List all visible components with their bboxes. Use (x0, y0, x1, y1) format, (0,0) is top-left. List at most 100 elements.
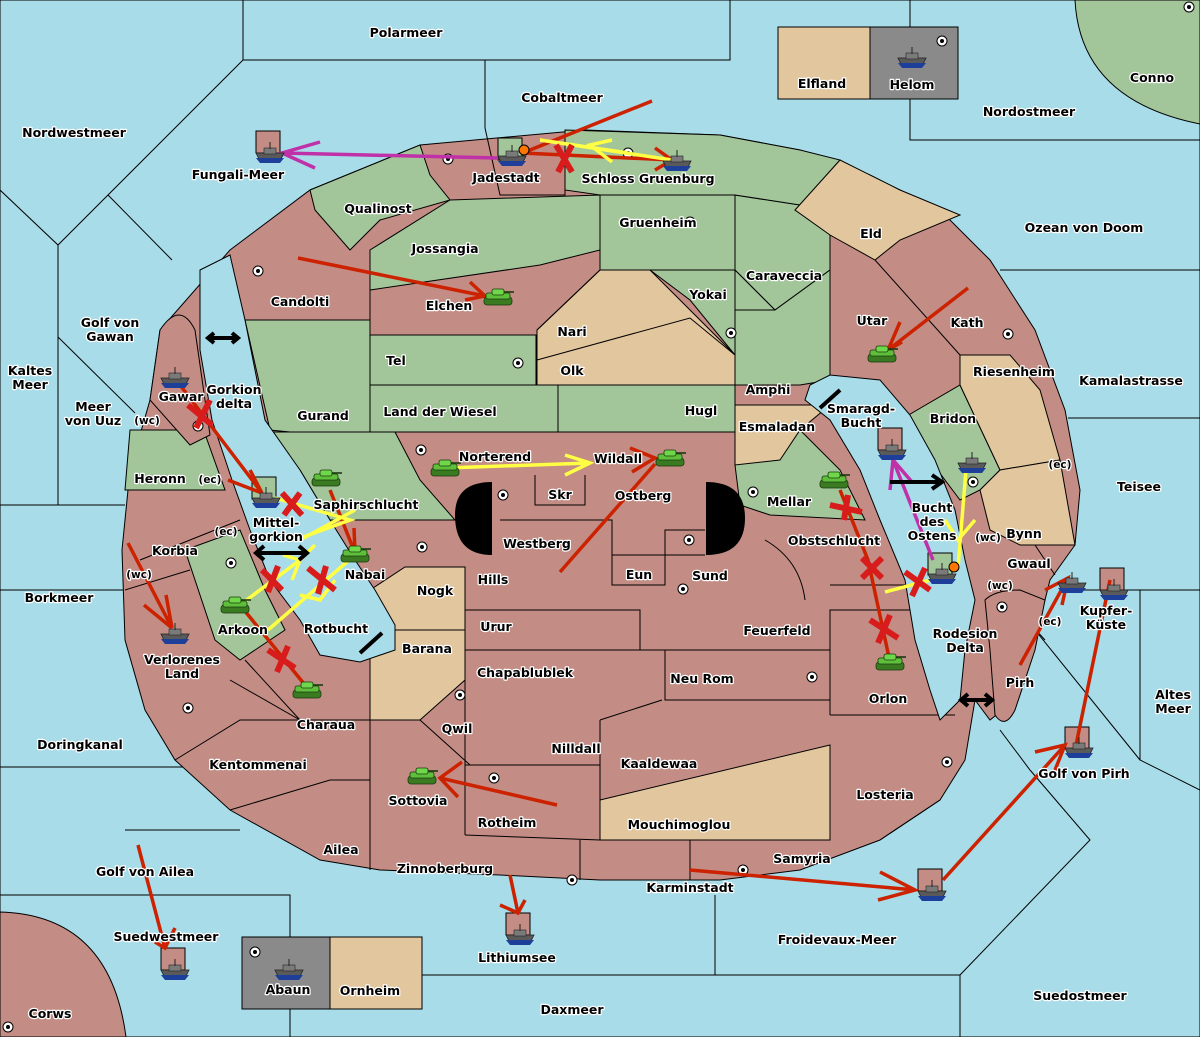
label-chapablublek: Chapablublek (477, 665, 574, 680)
label-kaltes-meer-1: Kaltes (8, 363, 52, 378)
label-charaua: Charaua (297, 717, 355, 732)
label-qwil: Qwil (442, 721, 473, 736)
territory-gruenheim[interactable] (599, 194, 736, 271)
label-feuerfeld: Feuerfeld (743, 623, 810, 638)
territory-corws[interactable] (0, 911, 127, 1037)
cut-mark-icon (186, 398, 214, 430)
label-gurand: Gurand (297, 408, 349, 423)
order-move-arrow (941, 742, 1068, 882)
label-rodesion-delta-1: Rodesion (933, 626, 998, 641)
label-neu-rom: Neu Rom (670, 671, 733, 686)
explosion-icon (948, 561, 960, 573)
label-mouchimoglou: Mouchimoglou (628, 817, 731, 832)
supply-center-icon (725, 327, 737, 339)
label-losteria: Losteria (856, 787, 913, 802)
impassable-east (706, 482, 745, 555)
label-cobaltmeer: Cobaltmeer (521, 90, 603, 105)
supply-center-icon (747, 486, 759, 498)
border-north (245, 127, 1005, 465)
label-amphi: Amphi (746, 382, 791, 397)
territory-conno[interactable] (1074, 0, 1200, 125)
adjacency-arrow (252, 544, 311, 562)
supply-center-icon (1183, 1, 1195, 13)
sea-border-east (1000, 269, 1200, 791)
order-move-arrow (178, 383, 264, 495)
label-eld: Eld (860, 226, 882, 241)
label-nabai: Nabai (345, 567, 386, 582)
coast-tag-ec: (ec) (1039, 616, 1062, 628)
adjacency-arrow (818, 388, 842, 410)
label-nordwestmeer: Nordwestmeer (22, 125, 127, 140)
supply-center-icon (683, 534, 695, 546)
label-kamalastrasse: Kamalastrasse (1079, 373, 1183, 388)
label-bridon: Bridon (930, 411, 976, 426)
label-kaaldewaa: Kaaldewaa (621, 756, 698, 771)
label-riesenheim: Riesenheim (973, 364, 1055, 379)
order-support-arrow (943, 469, 977, 569)
label-helom: Helom (890, 77, 935, 92)
label-utar: Utar (857, 313, 889, 328)
label-jossangia: Jossangia (410, 241, 478, 256)
supply-center-icon (967, 476, 979, 488)
label-mittel-gorkion-2: gorkion (249, 529, 303, 544)
label-corws: Corws (29, 1006, 72, 1021)
label-yokai: Yokai (688, 287, 727, 302)
territory-qualinost[interactable] (309, 144, 451, 251)
supply-center-icon (182, 702, 194, 714)
label-bynn: Bynn (1006, 526, 1041, 541)
label-bucht-des-ostens-2: des (920, 514, 945, 529)
coast-tag-wc: (wc) (987, 580, 1013, 592)
label-caraveccia: Caraveccia (746, 268, 822, 283)
label-smaragd-bucht-2: Bucht (841, 415, 882, 430)
label-meer-von-uuz-2: von Uuz (65, 413, 121, 428)
explosion-icon (518, 144, 530, 156)
label-nogk: Nogk (417, 583, 454, 598)
label-korbia: Korbia (152, 543, 198, 558)
label-nordostmeer: Nordostmeer (983, 104, 1076, 119)
label-gorkion-delta-1: Gorkion (206, 382, 261, 397)
territory-elfland[interactable] (777, 26, 871, 100)
territory-bynn[interactable] (979, 459, 1076, 546)
sea-border-polarmeer (242, 0, 731, 61)
sea-border-southeast (959, 619, 1141, 1037)
territory-ornheim[interactable] (329, 936, 423, 1010)
label-barana: Barana (402, 641, 452, 656)
label-hills: Hills (478, 572, 509, 587)
order-move-arrow (238, 603, 307, 687)
cut-mark-icon (859, 555, 885, 581)
territory-eld[interactable] (794, 159, 962, 261)
label-kentommenai: Kentommenai (209, 757, 307, 772)
territory-pirh[interactable] (984, 589, 1046, 722)
label-arkoon: Arkoon (218, 622, 268, 637)
label-westberg: Westberg (503, 536, 571, 551)
label-candolti: Candolti (271, 294, 330, 309)
sea-border-south (0, 589, 960, 1037)
supply-center-icon (677, 583, 689, 595)
label-esmaladan: Esmaladan (739, 419, 815, 434)
label-tel: Tel (386, 353, 406, 368)
cut-mark-icon (868, 613, 900, 645)
label-samyria: Samyria (773, 851, 831, 866)
label-olk: Olk (560, 363, 584, 378)
adjacency-arrow (204, 331, 242, 345)
label-rotheim: Rotheim (478, 815, 537, 830)
label-mellar: Mellar (767, 494, 812, 509)
label-orlon: Orlon (869, 691, 908, 706)
order-move-arrow (297, 256, 489, 302)
coast-tag-ec: (ec) (1049, 459, 1072, 471)
label-doringkanal: Doringkanal (37, 737, 123, 752)
adjacency-arrow (957, 692, 996, 708)
order-move-arrow (689, 868, 920, 902)
label-karminstadt: Karminstadt (646, 880, 733, 895)
label-heronn: Heronn (134, 471, 186, 486)
order-move-arrow (1073, 579, 1112, 751)
territory-barana[interactable] (369, 629, 466, 721)
order-move-arrow (136, 844, 177, 951)
label-abaun: Abaun (266, 982, 311, 997)
order-move-arrow (499, 874, 527, 916)
label-borkmeer: Borkmeer (25, 590, 95, 605)
order-support-arrow (274, 496, 356, 542)
label-gruenheim: Gruenheim (619, 215, 696, 230)
label-kaltes-meer-2: Meer (12, 377, 48, 392)
